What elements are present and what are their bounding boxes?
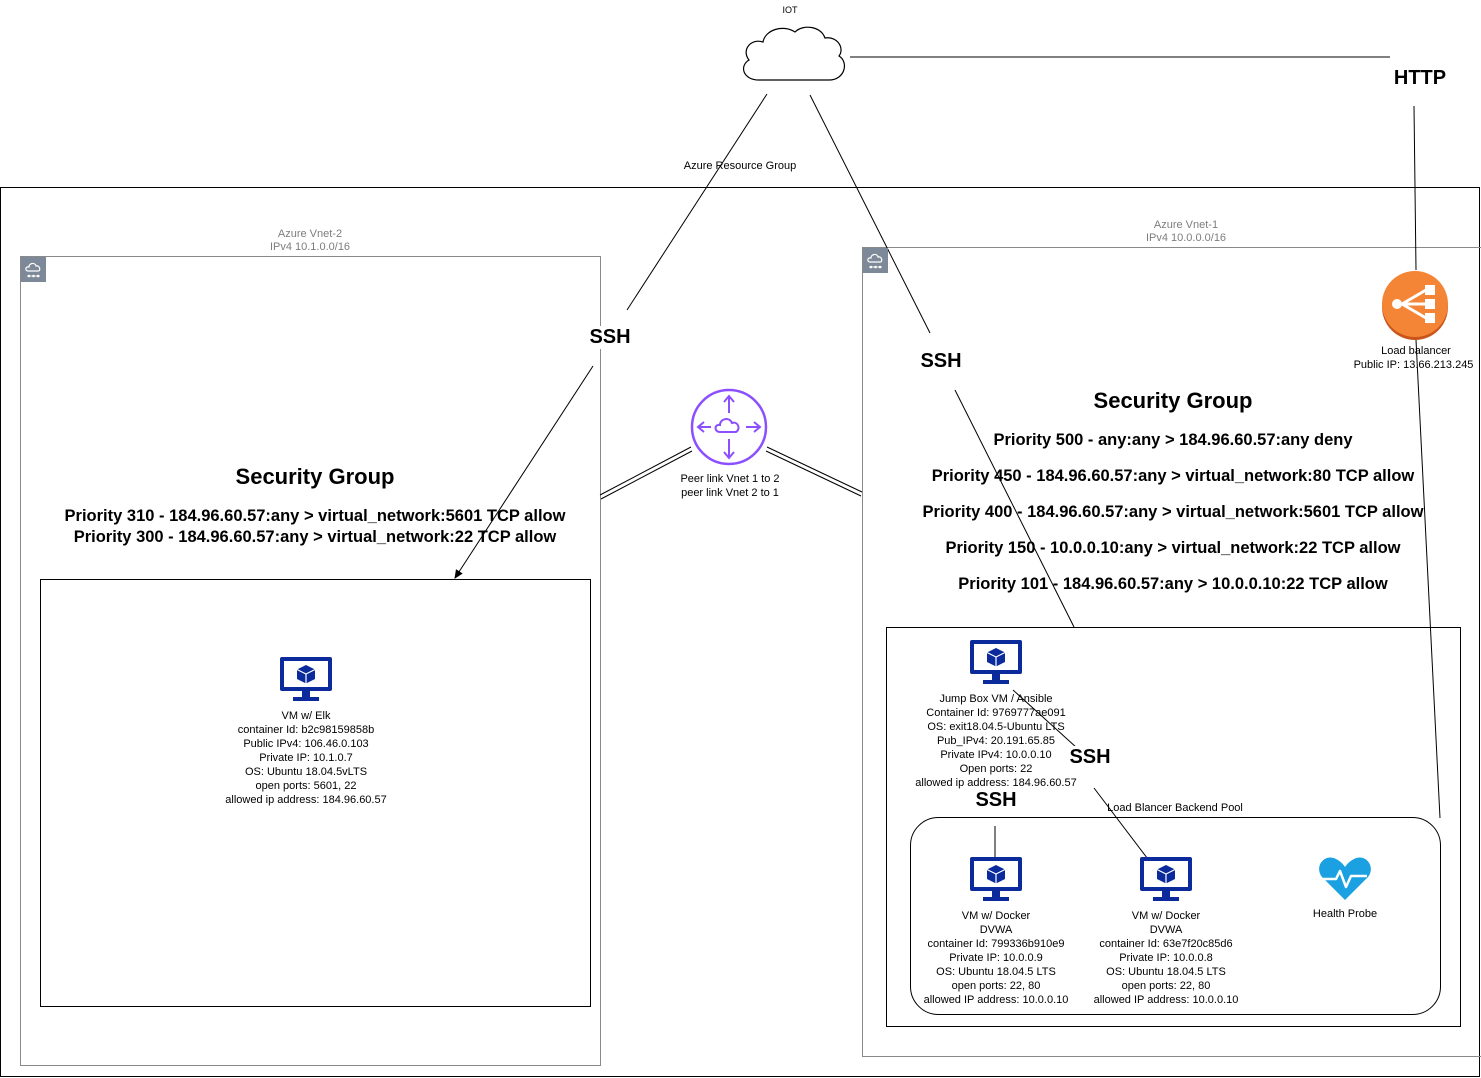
docker-vm2-line: VM w/ Docker	[1131, 910, 1201, 922]
docker-vm2-line: open ports: 22, 80	[1121, 980, 1211, 992]
docker-vm1-line: VM w/ Docker	[961, 910, 1031, 922]
vnet1-cidr: IPv4 10.0.0.0/16	[1145, 232, 1227, 244]
docker-vm1-details: VM w/ Docker DVWA container Id: 799336b9…	[880, 909, 1112, 1007]
peer-link-label-2: peer link Vnet 2 to 1	[681, 487, 779, 499]
vnet1-rule-101: Priority 101 - 184.96.60.57:any > 10.0.0…	[958, 575, 1388, 593]
elk-vm-line: allowed ip address: 184.96.60.57	[225, 794, 387, 806]
cloud-icon	[742, 26, 846, 81]
elk-subnet-border	[40, 579, 591, 1007]
ssh-elk-arrow	[454, 365, 594, 579]
health-probe-label: Health Probe	[1312, 908, 1378, 920]
vnet1-security-group-title: Security Group	[1093, 388, 1253, 413]
docker-vm1-line: DVWA	[979, 924, 1013, 936]
load-balancer-label: Load balancer	[1381, 345, 1451, 357]
vm-monitor-icon	[1140, 857, 1192, 901]
vnet2-rule-310: Priority 310 - 184.96.60.57:any > virtua…	[64, 507, 566, 525]
docker-vm1-line: OS: Ubuntu 18.04.5 LTS	[936, 966, 1056, 978]
load-balancer-icon	[1382, 271, 1448, 340]
vnet-group-icon	[21, 257, 46, 282]
ssh-label-jump-vm2: SSH	[1062, 746, 1118, 769]
lb-pool-line	[1415, 339, 1441, 819]
docker-vm1-line: container Id: 799336b910e9	[927, 938, 1065, 950]
ssh-label-jump-vm1: SSH	[968, 789, 1024, 812]
docker-vm2-line: allowed IP address: 10.0.0.10	[1093, 994, 1239, 1006]
jumpbox-details: Jump Box VM / Ansible Container Id: 9769…	[880, 692, 1112, 790]
elk-vm-line: Public IPv4: 106.46.0.103	[243, 738, 369, 750]
vnet2-name: Azure Vnet-2	[277, 228, 343, 240]
vnet-group-icon	[863, 248, 888, 273]
iot-ssh-right-line	[809, 94, 931, 334]
vm-monitor-icon	[280, 657, 332, 701]
vm-monitor-icon	[970, 857, 1022, 901]
vnet1-rule-500: Priority 500 - any:any > 184.96.60.57:an…	[993, 431, 1353, 449]
docker-vm2-line: OS: Ubuntu 18.04.5 LTS	[1106, 966, 1226, 978]
resource-group-border	[0, 187, 1480, 1077]
peer-link-label-1: Peer link Vnet 1 to 2	[680, 473, 780, 485]
elk-vm-details: VM w/ Elk container Id: b2c98159858b Pub…	[190, 709, 422, 807]
vnet1-rule-450: Priority 450 - 184.96.60.57:any > virtua…	[931, 467, 1415, 485]
vnet1-rule-400: Priority 400 - 184.96.60.57:any > virtua…	[922, 503, 1424, 521]
vm-monitor-icon	[970, 640, 1022, 684]
vnet2-cidr: IPv4 10.1.0.0/16	[269, 241, 351, 253]
jumpbox-line: Jump Box VM / Ansible	[939, 693, 1053, 705]
elk-vm-line: Private IP: 10.1.0.7	[259, 752, 353, 764]
elk-vm-line: VM w/ Elk	[281, 710, 331, 722]
ssh-label-vnet1: SSH	[911, 350, 971, 373]
docker-vm2-line: container Id: 63e7f20c85d6	[1099, 938, 1233, 950]
vnet2-border	[20, 256, 601, 1066]
load-balancer-ip: Public IP: 13.66.213.245	[1353, 359, 1474, 371]
resource-group-label: Azure Resource Group	[683, 160, 797, 172]
ssh-jumpbox-line	[954, 389, 1075, 628]
peering-router-icon	[690, 388, 768, 466]
http-lb-line	[1413, 105, 1417, 271]
backend-pool-border	[910, 817, 1441, 1015]
iot-ssh-left-line	[626, 93, 768, 311]
docker-vm1-line: allowed IP address: 10.0.0.10	[923, 994, 1069, 1006]
jumpbox-line: Container Id: 9769777ae091	[926, 707, 1066, 719]
docker-vm1-line: Private IP: 10.0.0.9	[949, 952, 1043, 964]
iot-label: IOT	[782, 5, 798, 15]
docker-vm2-details: VM w/ Docker DVWA container Id: 63e7f20c…	[1050, 909, 1282, 1007]
http-label: HTTP	[1393, 67, 1447, 89]
elk-vm-line: OS: Ubuntu 18.04.5vLTS	[244, 766, 368, 778]
vnet1-rule-150: Priority 150 - 10.0.0.10:any > virtual_n…	[945, 539, 1401, 557]
vnet1-name: Azure Vnet-1	[1153, 219, 1219, 231]
docker-vm1-line: open ports: 22, 80	[951, 980, 1041, 992]
jumpbox-line: Private IPv4: 10.0.0.10	[940, 749, 1052, 761]
docker-vm2-line: Private IP: 10.0.0.8	[1119, 952, 1213, 964]
docker-vm2-line: DVWA	[1149, 924, 1183, 936]
jumpbox-line: OS: exit18.04.5-Ubuntu LTS	[927, 721, 1065, 733]
vnet2-security-group-title: Security Group	[235, 464, 395, 489]
vnet2-rule-300: Priority 300 - 184.96.60.57:any > virtua…	[73, 528, 557, 546]
backend-pool-label: Load Blancer Backend Pool	[1107, 802, 1243, 814]
jumpbox-line: Open ports: 22	[959, 763, 1033, 775]
jumpbox-line: allowed ip address: 184.96.60.57	[915, 777, 1077, 789]
elk-vm-line: container Id: b2c98159858b	[237, 724, 375, 736]
ssh-label-vnet2: SSH	[580, 326, 640, 349]
elk-vm-line: open ports: 5601, 22	[255, 780, 357, 792]
health-probe-heart-icon	[1319, 857, 1371, 900]
vnet1-border	[862, 247, 1481, 1057]
vnet1-subnet-border	[886, 627, 1461, 1027]
jumpbox-line: Pub_IPv4: 20.191.65.85	[936, 735, 1056, 747]
